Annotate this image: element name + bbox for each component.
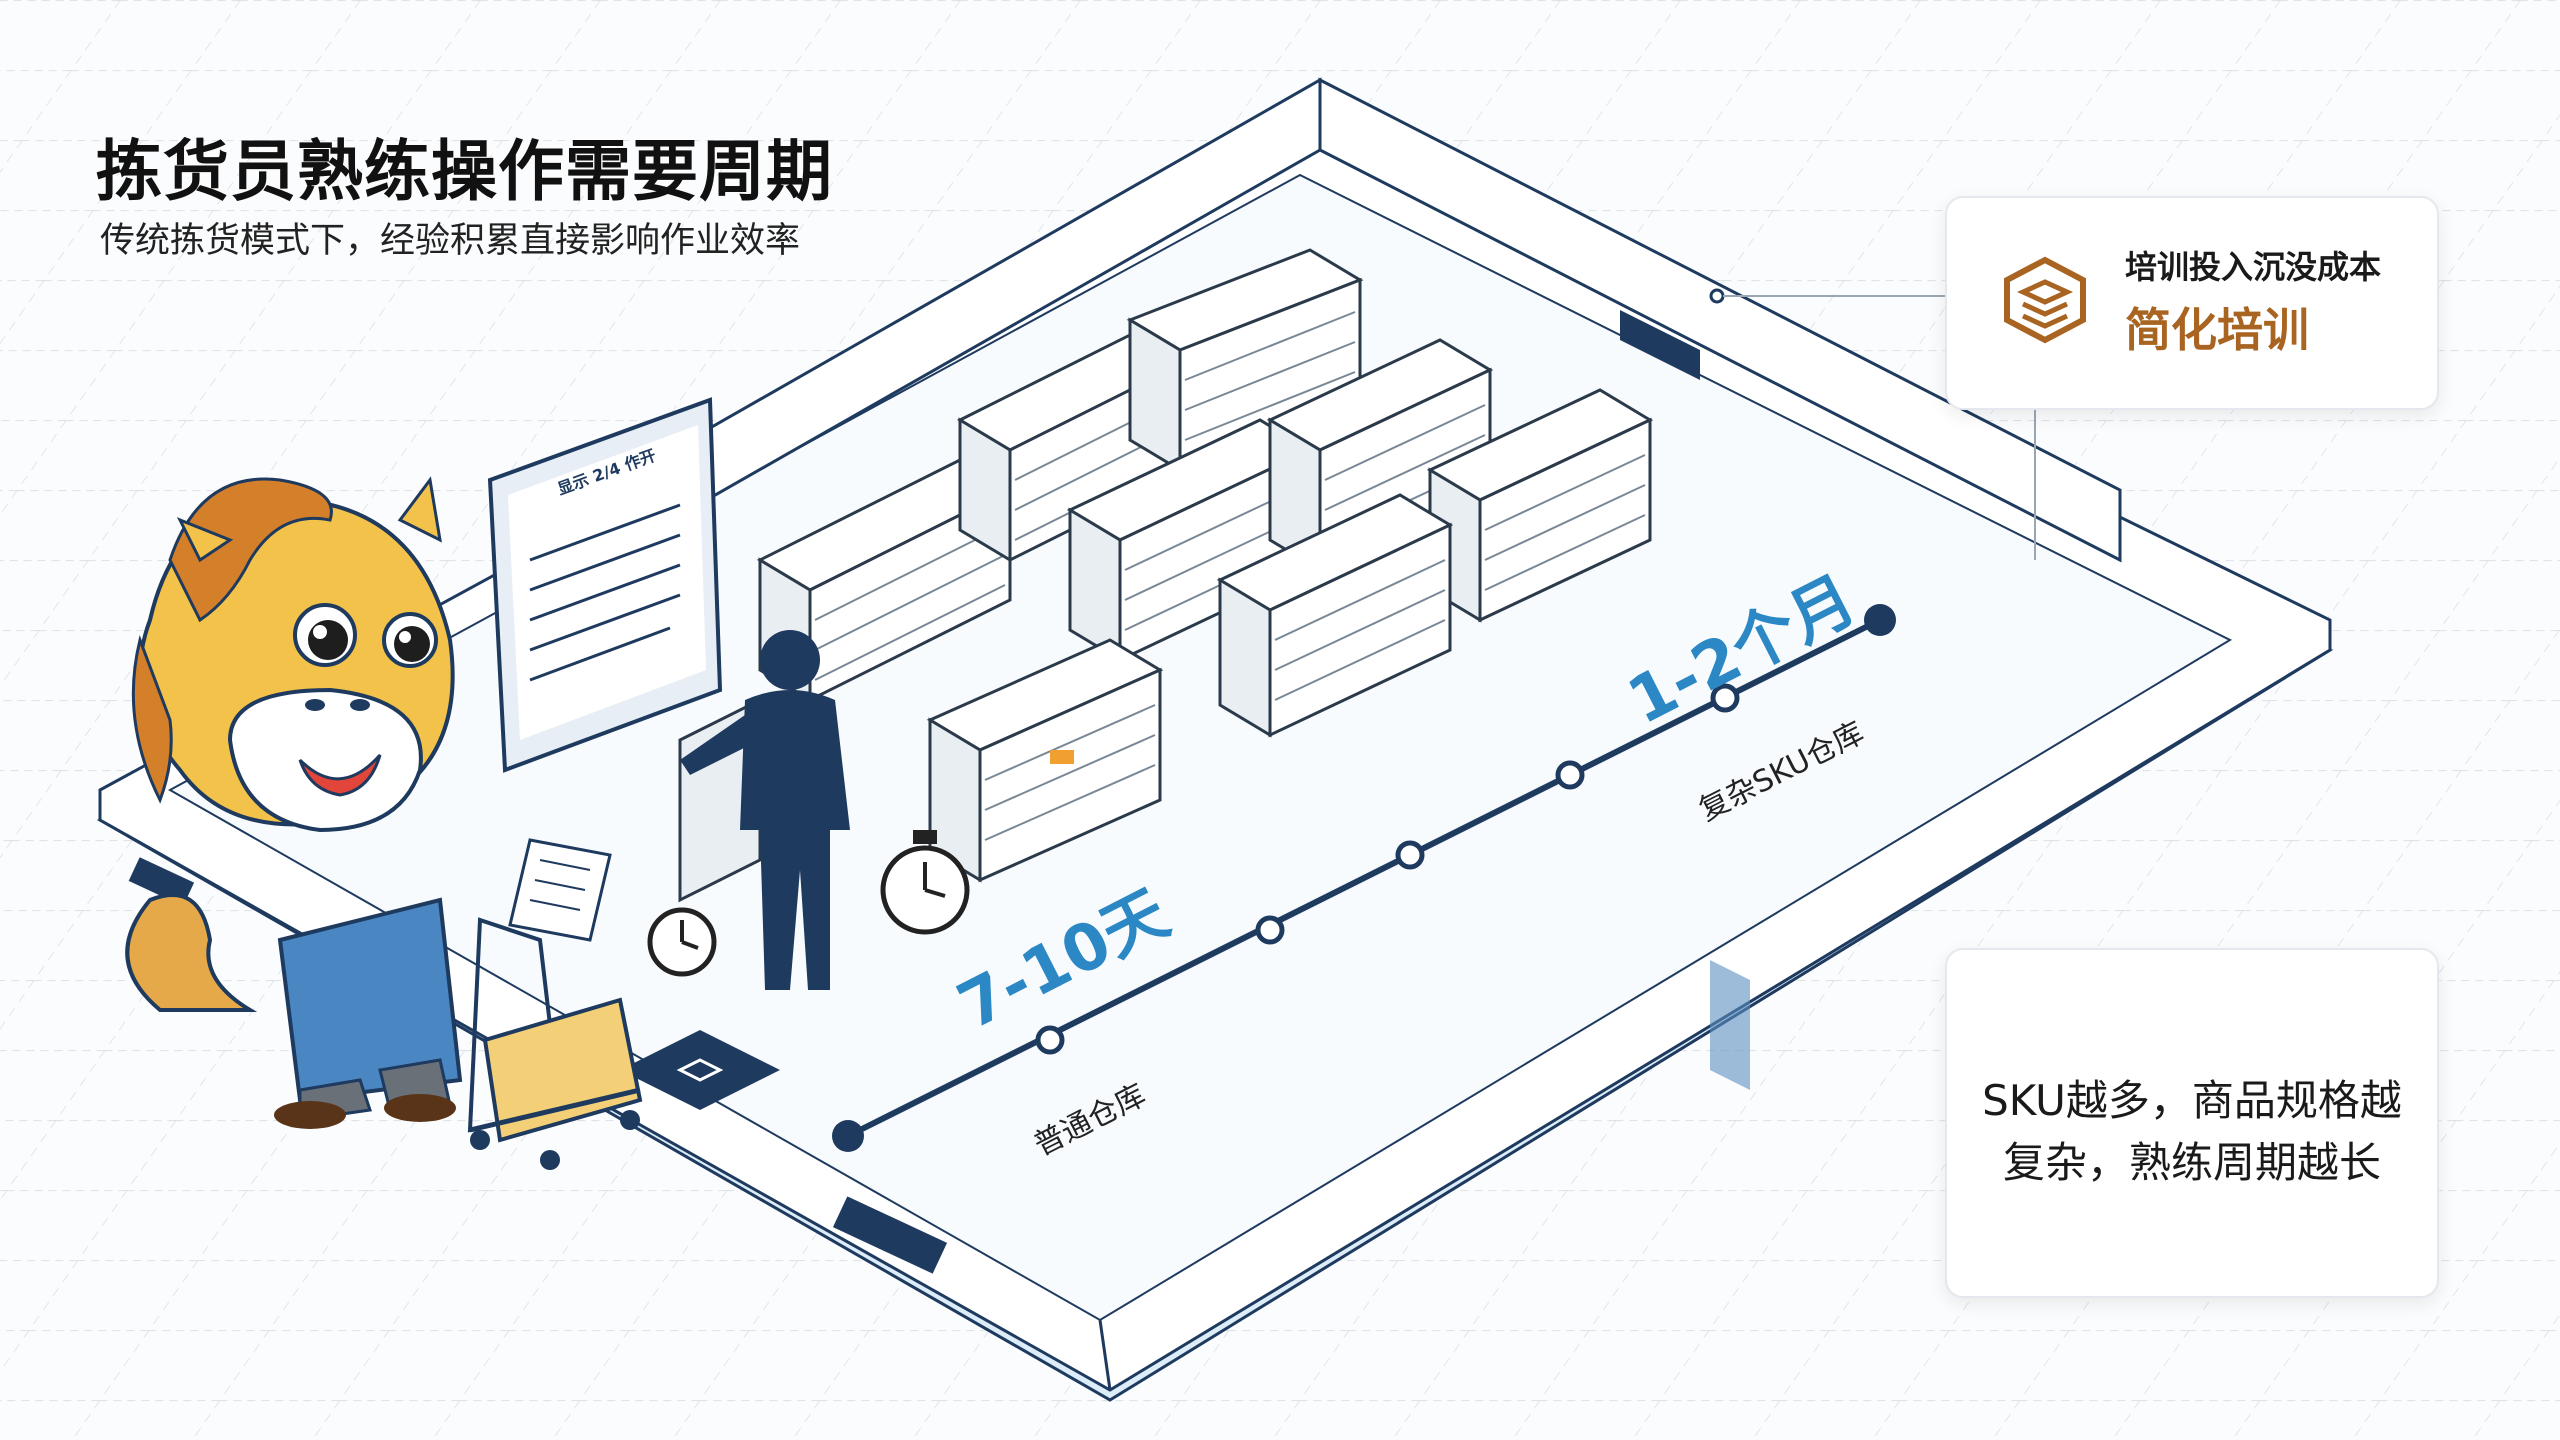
shelf-rack — [1216, 493, 1454, 738]
page-title: 拣货员熟练操作需要周期 — [96, 133, 833, 210]
timeline-node — [1395, 840, 1425, 870]
shelf-rack — [1066, 418, 1314, 663]
timeline-end-dot — [1864, 604, 1896, 636]
worker-silhouette — [680, 630, 850, 990]
timeline-node — [1710, 683, 1740, 713]
training-cost-card: 培训投入沉没成本 简化培训 — [1945, 196, 2439, 410]
clock-icon — [647, 907, 717, 977]
scan-marker-icon — [620, 1030, 780, 1110]
sku-complexity-card: SKU越多，商品规格越 复杂，熟练周期越长 — [1945, 948, 2439, 1298]
instruction-board: 显示 2/4 作开 — [487, 397, 723, 773]
horse-mascot — [125, 476, 612, 1129]
paper-sheet — [508, 838, 612, 942]
card-line-1: SKU越多，商品规格越 — [1982, 1076, 2402, 1125]
timeline — [832, 604, 1896, 1152]
connector-lines — [1709, 288, 2036, 560]
card-kicker: 培训投入沉没成本 — [2125, 248, 2382, 286]
stopwatch-icon — [880, 830, 970, 935]
card-body: SKU越多，商品规格越 复杂，熟练周期越长 — [1947, 1070, 2437, 1194]
timeline-node — [1035, 1025, 1065, 1055]
shelf-rack — [1126, 248, 1364, 473]
timeline-node — [1555, 760, 1585, 790]
stack-layers-icon — [2004, 256, 2086, 344]
timeline-start-dot — [832, 1120, 864, 1152]
page-subtitle: 传统拣货模式下，经验积累直接影响作业效率 — [100, 221, 801, 261]
card-line-2: 复杂，熟练周期越长 — [2002, 1138, 2381, 1187]
shelf-rack — [926, 638, 1164, 883]
timeline-node — [1255, 915, 1285, 945]
pushcart — [467, 917, 643, 1170]
cardboard-box — [482, 997, 643, 1143]
card-headline: 简化培训 — [2125, 303, 2309, 357]
